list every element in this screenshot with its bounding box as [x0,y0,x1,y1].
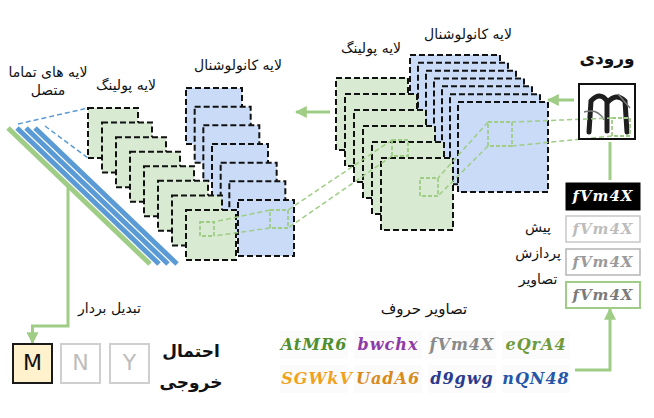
class-letter: N [72,351,88,375]
captcha-glyph [589,96,627,132]
captcha-text: fVm4X [566,183,640,210]
flow-arrow [609,142,612,180]
label-anchor: d9gwg [428,365,496,393]
dense-stripe [17,128,159,264]
preprocessed-picture [566,282,640,308]
label-anchor: fVm4X [566,216,640,242]
label-anchor: UadA6 [354,365,422,393]
feature-map [186,210,236,260]
input-picture [580,85,634,138]
label-anchor: fVm4X [566,183,640,210]
dense-stripe [26,128,168,264]
receptive-line [288,140,392,210]
label-anchor: nQN48 [502,365,570,393]
class-letter: Y [123,351,136,375]
receptive-line [512,136,612,146]
feature-map [381,158,453,230]
flow-arrow [575,309,610,370]
output-class-box: N [60,343,101,384]
letter-picture [280,331,348,359]
receptive-field [270,210,288,228]
fully-connected-layer: لایه های تماما متصل [6,64,202,268]
captcha-text: fVm4X [566,249,640,275]
label-anchor: SGWkV [280,365,348,393]
letter-picture [502,365,570,393]
receptive-field [612,118,630,136]
label-anchor: احتمال خروجی [158,336,224,398]
receptive-field [200,222,214,236]
layer-label: لایه های تماما متصل [6,64,90,99]
label-anchor: fVm4X [566,249,640,275]
layer-label: تصاویر حروف [276,300,572,319]
captcha-text: fVm4X [566,216,640,242]
convolution-layer: لایه کانولوشنال [405,26,548,196]
preprocessed-picture [566,249,640,275]
dense-link-line [18,108,88,124]
flow-arrow [548,99,574,102]
label-anchor: eQrA4 [502,331,570,359]
layer-label: پیش پردازش تصاویر [512,214,564,292]
receptive-line [288,156,392,228]
label-anchor: fVm4X [566,282,640,308]
pool-stack [336,78,453,230]
input-image: ورودی [574,48,643,142]
captcha-text: fVm4X [428,331,496,359]
captcha-text: AtMR6 [280,331,348,359]
captcha-text: bwchx [354,331,422,359]
dense-stripes [8,128,177,264]
receptive-line [214,210,270,222]
letter-picture [428,365,496,393]
layer-label: ورودی [574,48,640,69]
layer-label: لایه کانولوشنال [408,26,528,44]
receptive-field [488,122,512,146]
feature-map [458,102,548,192]
output-trunk-line [67,186,70,268]
receptive-field [392,140,408,156]
label-anchor: fVm4X [428,331,496,359]
receptive-field [420,178,438,196]
pooling-layer: لایه پولینگ [86,77,238,262]
label-anchor: bwchx [354,331,422,359]
pooling-layer: لایه پولینگ [330,40,458,235]
letter-picture [428,331,496,359]
layer-label: لایه پولینگ [330,40,412,58]
captcha-text: eQrA4 [502,331,570,359]
label-anchor: AtMR6 [280,331,348,359]
output-probability-label: احتمال خروجی [158,336,224,398]
captcha-noise [584,94,630,120]
letter-picture [502,331,570,359]
preprocessed-picture [566,183,640,210]
input-frame [578,83,636,140]
label-anchor: تبدیل بردار [76,300,143,318]
letter-picture [354,331,422,359]
convolution-layer: لایه کانولوشنال [184,57,296,257]
output-class-box: M [12,343,53,384]
flow-arrow [296,111,330,114]
flow-arrow [33,268,69,343]
captcha-text: nQN48 [502,365,570,393]
receptive-line [438,122,488,178]
dense-stripe [35,128,177,264]
layer-label: لایه پولینگ [86,77,166,95]
output-class-box: Y [109,343,150,384]
preprocessed-picture [566,216,640,242]
pool-stack [88,108,236,260]
edge-label: تبدیل بردار [76,300,143,318]
receptive-line [438,146,488,196]
captcha-text: fVm4X [566,282,640,308]
captcha-text: d9gwg [428,365,496,393]
captcha-text: UadA6 [354,365,422,393]
class-letter: M [23,351,42,375]
dense-stripe [8,128,150,264]
dense-link-line [45,126,88,158]
captcha-text: SGWkV [280,365,354,393]
letter-picture [354,365,422,393]
layer-label: لایه کانولوشنال [184,57,292,75]
receptive-line [214,228,270,236]
receptive-line [512,118,612,122]
